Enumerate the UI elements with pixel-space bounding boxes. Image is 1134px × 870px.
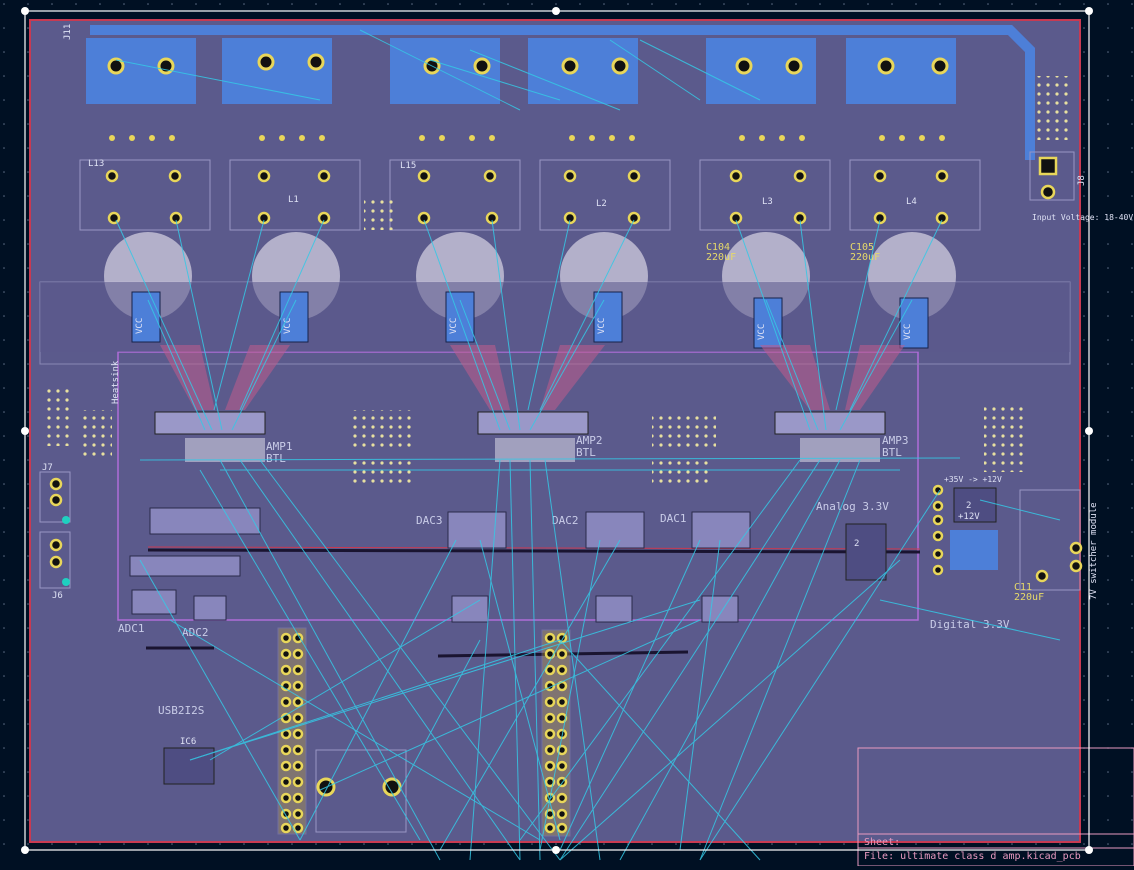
heatsink-label: Heatsink (111, 360, 121, 404)
l13-label: L13 (88, 159, 104, 169)
top-power-trace[interactable] (90, 25, 1035, 160)
dac-footprints[interactable] (447, 511, 751, 623)
resize-handle-br[interactable] (1085, 846, 1093, 854)
c104-value: 220uF (706, 252, 736, 263)
l15-label: L15 (400, 161, 416, 171)
analog-33v-label: Analog 3.3V (816, 500, 889, 513)
l2-label: L2 (596, 199, 607, 209)
input-terminal[interactable] (1029, 151, 1075, 201)
dac1-label: DAC1 (660, 512, 687, 525)
u11-number: 2 (854, 539, 859, 549)
c104-label: C104 (706, 242, 730, 253)
resize-handle-r[interactable] (1085, 427, 1093, 435)
buck-number: 2 (966, 501, 971, 511)
dac2-label: DAC2 (552, 514, 579, 527)
amp1-label: AMP1 (266, 440, 293, 453)
ic-label-3: VCC (449, 318, 459, 334)
ratsnest (115, 29, 1061, 861)
amp3-label: AMP3 (882, 434, 909, 447)
l3-label: L3 (762, 197, 773, 207)
resize-handle-l[interactable] (21, 427, 29, 435)
l1-label: L1 (288, 195, 299, 205)
ic-label-5: VCC (757, 324, 767, 340)
j7-label: J7 (42, 463, 53, 473)
buck-module[interactable] (845, 487, 1081, 591)
amp2-label: AMP2 (576, 434, 603, 447)
input-voltage-label: Input Voltage: 18-40V DC (1032, 213, 1134, 222)
digital-33v-label: Digital 3.3V (930, 618, 1010, 631)
ic-label-2: VCC (283, 318, 293, 334)
selection-box[interactable] (21, 7, 1093, 854)
inductor-pads[interactable] (105, 169, 949, 225)
header-left-pins (280, 632, 304, 834)
via-fields (44, 76, 1072, 486)
usb-connector-outline (315, 749, 407, 833)
file-label: File: ultimate class d amp.kicad_pcb (864, 851, 1081, 862)
buck-label: +35V -> +12V (944, 475, 1002, 484)
switcher-label: 7V switcher module (1089, 502, 1099, 600)
c105-label: C105 (850, 242, 874, 253)
adc-footprints[interactable] (129, 507, 261, 621)
j8-label: J8 (1077, 175, 1087, 186)
ic-label-6: VCC (903, 324, 913, 340)
j11-label: J11 (63, 24, 73, 40)
resize-handle-b[interactable] (552, 846, 560, 854)
power-pads (932, 484, 1083, 583)
resize-handle-tl[interactable] (21, 7, 29, 15)
adc2-label: ADC2 (182, 626, 209, 639)
ic-label-1: VCC (135, 318, 145, 334)
power-ic-packages[interactable] (131, 291, 929, 349)
inductor-outlines (79, 159, 981, 231)
amp3-mode: BTL (882, 446, 902, 459)
input-connectors[interactable] (39, 471, 71, 589)
resize-handle-bl[interactable] (21, 846, 29, 854)
output-trace-funnels (160, 345, 905, 410)
adc1-label: ADC1 (118, 622, 145, 635)
c11-value: 220uF (1014, 592, 1044, 603)
c11-label: C11 (1014, 582, 1032, 593)
signal-bus-trace[interactable] (147, 548, 921, 554)
header-right-pins (544, 632, 568, 834)
usb2i2s-label: USB2I2S (158, 704, 204, 717)
l4-label: L4 (906, 197, 917, 207)
amp2-mode: BTL (576, 446, 596, 459)
dac3-label: DAC3 (416, 514, 443, 527)
resize-handle-tr[interactable] (1085, 7, 1093, 15)
ic6-label: IC6 (180, 737, 196, 747)
buck-output: +12V (958, 512, 980, 522)
j6-label: J6 (52, 591, 63, 601)
output-connectors[interactable] (86, 38, 956, 104)
bulk-capacitors[interactable] (40, 232, 1070, 352)
ic-label-4: VCC (597, 318, 607, 334)
sheet-label: Sheet: (864, 837, 900, 848)
cap-pad-row (109, 135, 945, 141)
ic6-package[interactable] (163, 747, 215, 785)
resize-handle-t[interactable] (552, 7, 560, 15)
c105-value: 220uF (850, 252, 880, 263)
amp1-mode: BTL (266, 452, 286, 465)
